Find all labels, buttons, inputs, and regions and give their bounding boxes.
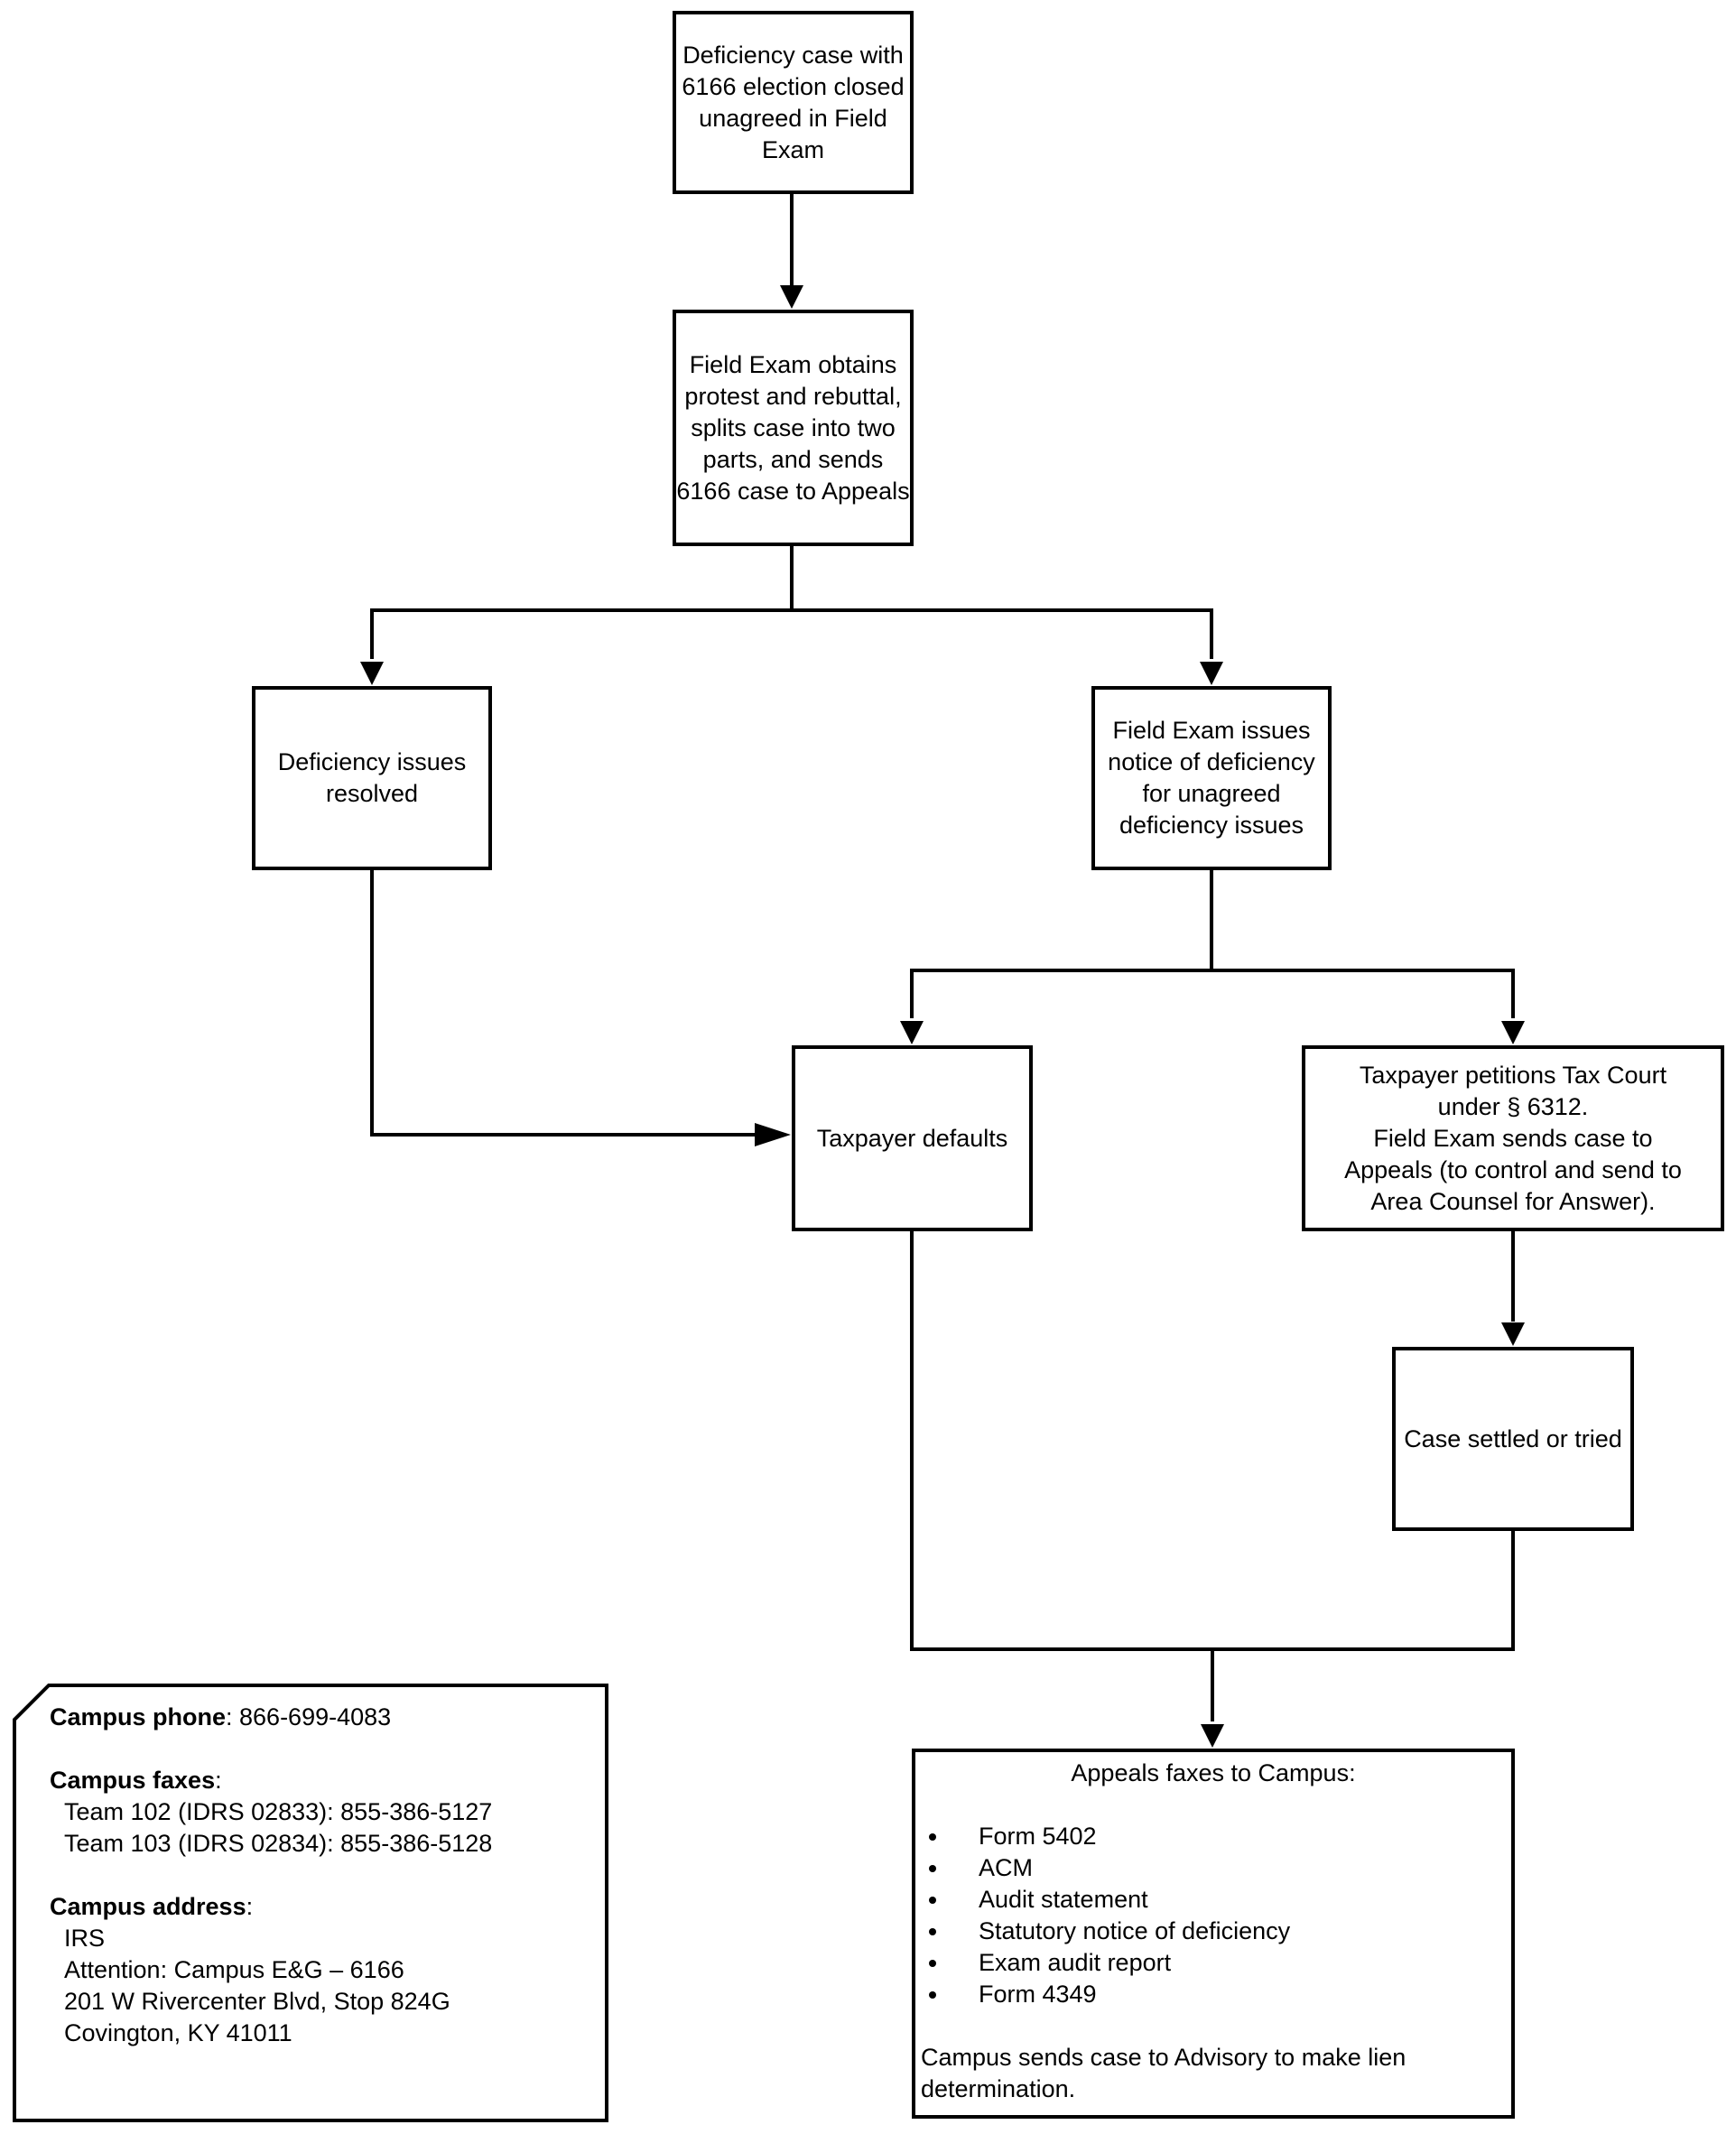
bullet-icon xyxy=(929,1960,936,1967)
campus-fax-line: Team 102 (IDRS 02833): 855-386-5127 xyxy=(64,1798,493,1825)
connector-resolved-to-defaults xyxy=(370,868,758,1137)
taxpayer-defaults-text: Taxpayer defaults xyxy=(816,1124,1008,1152)
bullet-icon xyxy=(929,1897,936,1904)
start-box: Deficiency case with 6166 election close… xyxy=(673,11,914,194)
taxpayer-petitions-line: Field Exam sends case to xyxy=(1373,1124,1653,1152)
appeals-fax-item: ACM xyxy=(921,1852,1506,1884)
field-exam-split-text: Field Exam obtains protest and rebuttal,… xyxy=(676,350,910,505)
connector-notice-branch xyxy=(910,969,1515,1018)
appeals-fax-title: Appeals faxes to Campus: xyxy=(1071,1759,1356,1786)
campus-faxes-label: Campus faxes xyxy=(50,1767,216,1794)
campus-phone-line: Campus phone: 866-699-4083 xyxy=(50,1702,492,1733)
appeals-fax-footer: Campus sends case to Advisory to make li… xyxy=(921,2044,1406,2102)
arrowhead-fax xyxy=(1201,1724,1224,1748)
campus-address-line: IRS xyxy=(64,1925,106,1952)
taxpayer-petitions-line: Taxpayer petitions Tax Court xyxy=(1359,1061,1667,1089)
start-box-text: Deficiency case with 6166 election close… xyxy=(682,41,905,163)
arrowhead-petitions xyxy=(1501,1021,1525,1044)
contact-panel-outline xyxy=(13,1684,608,2122)
arrowhead-split xyxy=(780,285,803,309)
campus-contact-panel: Campus phone: 866-699-4083 Campus faxes:… xyxy=(13,1684,608,2122)
campus-fax-line: Team 103 (IDRS 02834): 855-386-5128 xyxy=(64,1830,493,1857)
contact-content: Campus phone: 866-699-4083 Campus faxes:… xyxy=(50,1702,492,2049)
arrowhead-resolved xyxy=(360,662,384,685)
appeals-fax-item: Statutory notice of deficiency xyxy=(921,1916,1506,1947)
bullet-icon xyxy=(929,1991,936,1999)
arrowhead-resolved-to-defaults xyxy=(755,1123,791,1146)
connector-split-branch xyxy=(370,608,1213,659)
bullet-icon xyxy=(929,1833,936,1841)
appeals-fax-item: Exam audit report xyxy=(921,1947,1506,1979)
taxpayer-defaults-box: Taxpayer defaults xyxy=(792,1045,1033,1231)
arrowhead-notice xyxy=(1200,662,1223,685)
campus-faxes-heading: Campus faxes: xyxy=(50,1767,222,1794)
deficiency-resolved-box: Deficiency issues resolved xyxy=(252,686,492,870)
campus-address-heading: Campus address: xyxy=(50,1893,254,1920)
taxpayer-petitions-line: Appeals (to control and send to xyxy=(1344,1155,1682,1183)
deficiency-resolved-text: Deficiency issues resolved xyxy=(277,748,467,807)
notice-of-deficiency-box: Field Exam issues notice of deficiency f… xyxy=(1091,686,1332,870)
appeals-fax-list: Form 5402 ACM Audit statement Statutory … xyxy=(921,1821,1506,2010)
bullet-icon xyxy=(929,1865,936,1872)
arrowhead-settled xyxy=(1501,1322,1525,1346)
notice-of-deficiency-text: Field Exam issues notice of deficiency f… xyxy=(1108,717,1315,839)
field-exam-split-box: Field Exam obtains protest and rebuttal,… xyxy=(673,310,914,546)
bullet-icon xyxy=(929,1928,936,1935)
taxpayer-petitions-line: Area Counsel for Answer). xyxy=(1370,1187,1656,1215)
campus-phone-label: Campus phone xyxy=(50,1703,227,1730)
taxpayer-petitions-box: Taxpayer petitions Tax Court under § 631… xyxy=(1302,1045,1724,1231)
appeals-fax-box: Appeals faxes to Campus: Form 5402 ACM A… xyxy=(912,1749,1515,2119)
campus-phone-value: : 866-699-4083 xyxy=(226,1703,392,1730)
campus-address-label: Campus address xyxy=(50,1893,246,1920)
campus-address-line: Attention: Campus E&G – 6166 xyxy=(64,1956,404,1983)
case-settled-text: Case settled or tried xyxy=(1404,1424,1622,1452)
arrowhead-defaults xyxy=(900,1021,924,1044)
appeals-fax-item: Audit statement xyxy=(921,1884,1506,1916)
campus-address-line: 201 W Rivercenter Blvd, Stop 824G xyxy=(64,1988,450,2015)
appeals-fax-item: Form 5402 xyxy=(921,1821,1506,1852)
appeals-fax-item: Form 4349 xyxy=(921,1979,1506,2010)
case-settled-box: Case settled or tried xyxy=(1392,1347,1634,1531)
campus-address-line: Covington, KY 41011 xyxy=(64,2019,292,2046)
taxpayer-petitions-line: under § 6312. xyxy=(1437,1092,1589,1120)
